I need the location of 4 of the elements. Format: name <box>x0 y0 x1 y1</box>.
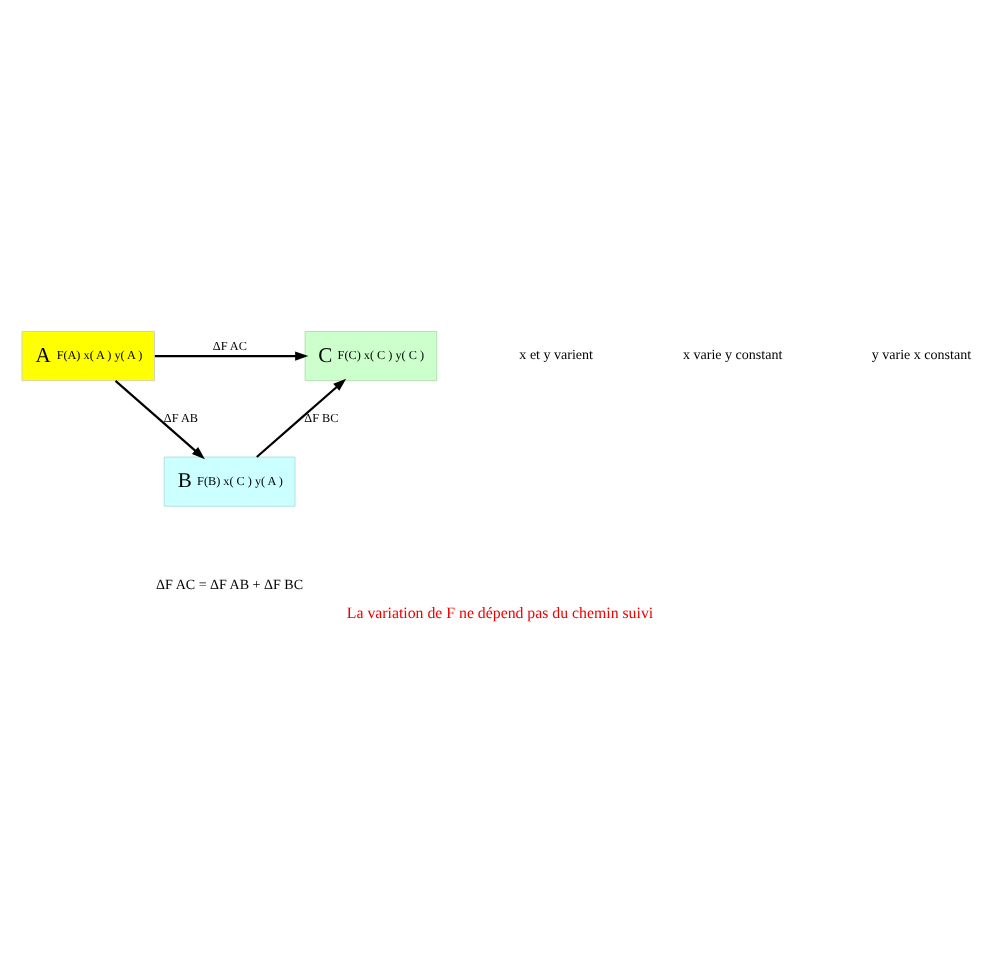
caption: La variation de F ne dépend pas du chemin suivi <box>346 603 654 622</box>
arrow <box>256 377 347 457</box>
arrow <box>154 350 309 360</box>
arrow <box>114 379 205 459</box>
